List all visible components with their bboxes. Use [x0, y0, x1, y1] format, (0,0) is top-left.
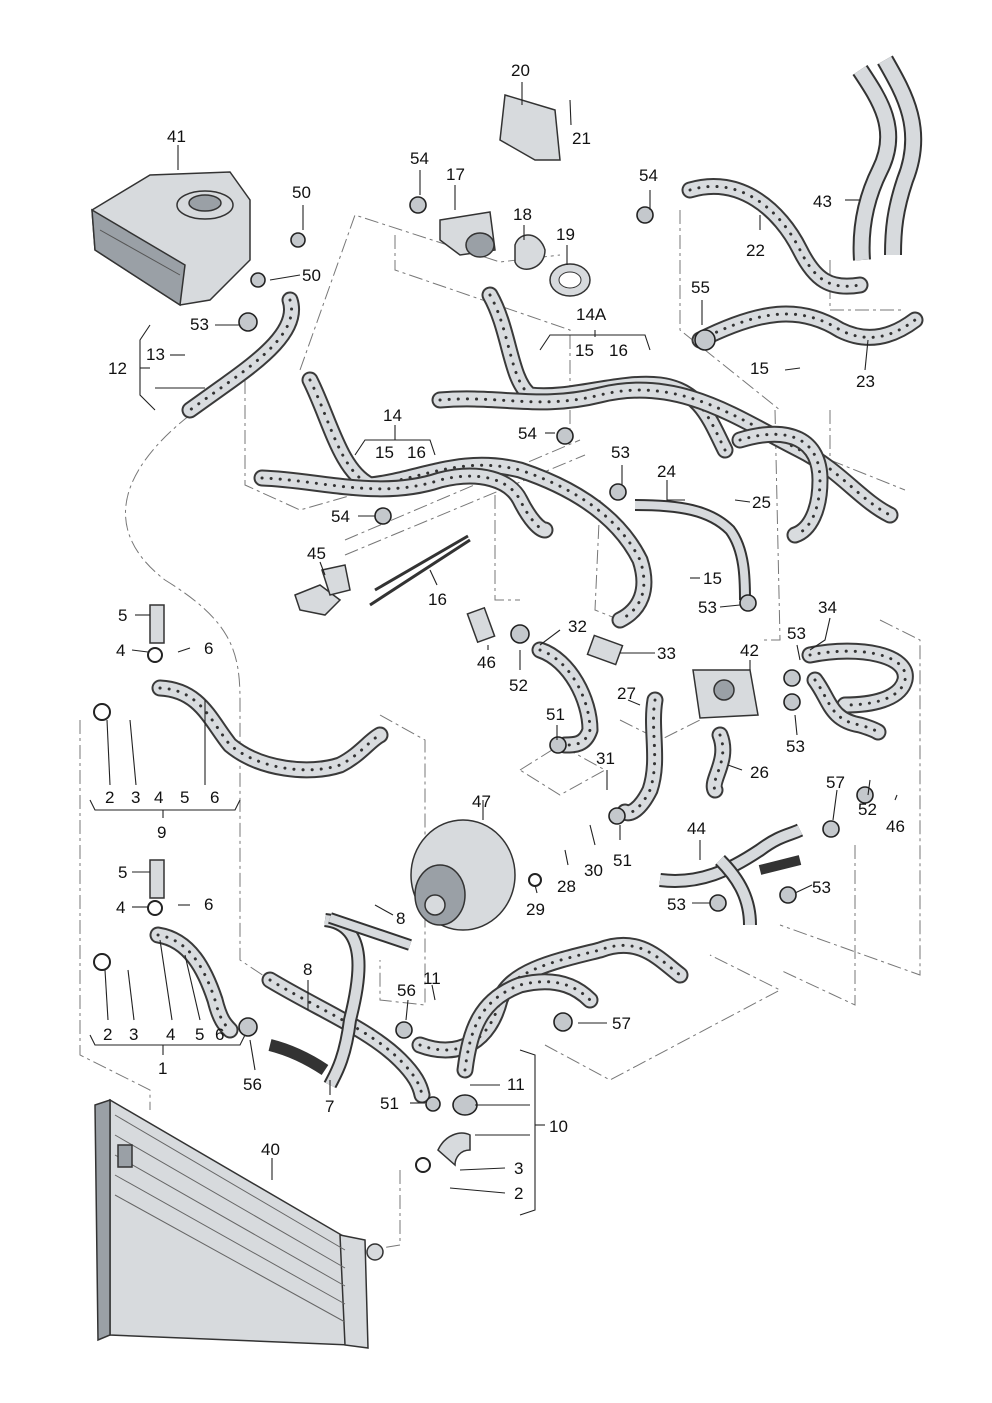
label-16: 16 — [407, 443, 426, 462]
label-47: 47 — [472, 792, 491, 811]
label-53: 53 — [812, 878, 831, 897]
pipes-and-fittings — [149, 55, 923, 1167]
label-2: 2 — [105, 788, 114, 807]
label-29: 29 — [526, 900, 545, 919]
label-50: 50 — [302, 266, 321, 285]
label-3: 3 — [129, 1025, 138, 1044]
label-32: 32 — [568, 617, 587, 636]
label-5: 5 — [118, 863, 127, 882]
label-2: 2 — [103, 1025, 112, 1044]
label-43: 43 — [813, 192, 832, 211]
label-21: 21 — [572, 129, 591, 148]
label-46: 46 — [886, 817, 905, 836]
label-24: 24 — [657, 462, 676, 481]
label-14: 14 — [383, 406, 402, 425]
label-4: 4 — [166, 1025, 175, 1044]
label-28: 28 — [557, 877, 576, 896]
label-18: 18 — [513, 205, 532, 224]
label-5: 5 — [180, 788, 189, 807]
label-33: 33 — [657, 644, 676, 663]
label-6: 6 — [215, 1025, 224, 1044]
label-51: 51 — [613, 851, 632, 870]
label-42: 42 — [740, 641, 759, 660]
label-26: 26 — [750, 763, 769, 782]
label-20: 20 — [511, 61, 530, 80]
label-54: 54 — [410, 149, 429, 168]
label-53: 53 — [190, 315, 209, 334]
label-55: 55 — [691, 278, 710, 297]
label-31: 31 — [596, 749, 615, 768]
label-57: 57 — [826, 773, 845, 792]
label-53: 53 — [667, 895, 686, 914]
label-54: 54 — [518, 424, 537, 443]
label-44: 44 — [687, 819, 706, 838]
label-23: 23 — [856, 372, 875, 391]
label-52: 52 — [858, 800, 877, 819]
label-19: 19 — [556, 225, 575, 244]
label-15: 15 — [703, 569, 722, 588]
label-7: 7 — [325, 1097, 334, 1116]
label-13: 13 — [146, 345, 165, 364]
label-46: 46 — [477, 653, 496, 672]
label-56: 56 — [397, 981, 416, 1000]
expansion-tank — [91, 171, 251, 307]
label-10: 10 — [549, 1117, 568, 1136]
label-22: 22 — [746, 241, 765, 260]
label-51: 51 — [546, 705, 565, 724]
label-34: 34 — [818, 598, 837, 617]
label-9: 9 — [157, 823, 166, 842]
label-16: 16 — [609, 341, 628, 360]
label-15: 15 — [750, 359, 769, 378]
label-52: 52 — [509, 676, 528, 695]
label-17: 17 — [446, 165, 465, 184]
label-53: 53 — [786, 737, 805, 756]
label-5: 5 — [195, 1025, 204, 1044]
group-boundaries — [79, 210, 921, 1251]
label-45: 45 — [307, 544, 326, 563]
label-6: 6 — [204, 639, 213, 658]
label-6: 6 — [210, 788, 219, 807]
label-15: 15 — [575, 341, 594, 360]
radiator — [94, 1098, 384, 1349]
label-57: 57 — [612, 1014, 631, 1033]
label-40: 40 — [261, 1140, 280, 1159]
label-41: 41 — [167, 127, 186, 146]
callout-labels: 20 21 41 54 17 54 43 50 18 19 22 50 55 1… — [103, 61, 905, 1203]
label-50: 50 — [292, 183, 311, 202]
label-8: 8 — [303, 960, 312, 979]
label-3: 3 — [131, 788, 140, 807]
label-27: 27 — [617, 684, 636, 703]
label-16: 16 — [428, 590, 447, 609]
label-56: 56 — [243, 1075, 262, 1094]
label-54: 54 — [331, 507, 350, 526]
hose-set — [149, 177, 924, 1104]
label-3: 3 — [514, 1159, 523, 1178]
hose-clamps — [93, 196, 874, 1173]
label-15: 15 — [375, 443, 394, 462]
label-6: 6 — [204, 895, 213, 914]
label-2: 2 — [514, 1184, 523, 1203]
label-12: 12 — [108, 359, 127, 378]
label-54: 54 — [639, 166, 658, 185]
label-1: 1 — [158, 1059, 167, 1078]
label-4: 4 — [116, 898, 125, 917]
label-4: 4 — [116, 641, 125, 660]
label-51: 51 — [380, 1094, 399, 1113]
label-5: 5 — [118, 606, 127, 625]
label-25: 25 — [752, 493, 771, 512]
label-14A: 14A — [576, 305, 607, 324]
label-53: 53 — [787, 624, 806, 643]
label-30: 30 — [584, 861, 603, 880]
label-11: 11 — [423, 969, 441, 988]
label-53: 53 — [611, 443, 630, 462]
label-11: 11 — [507, 1075, 525, 1094]
leader-lines — [89, 82, 898, 1216]
label-4: 4 — [154, 788, 163, 807]
label-8: 8 — [396, 909, 405, 928]
label-53: 53 — [698, 598, 717, 617]
